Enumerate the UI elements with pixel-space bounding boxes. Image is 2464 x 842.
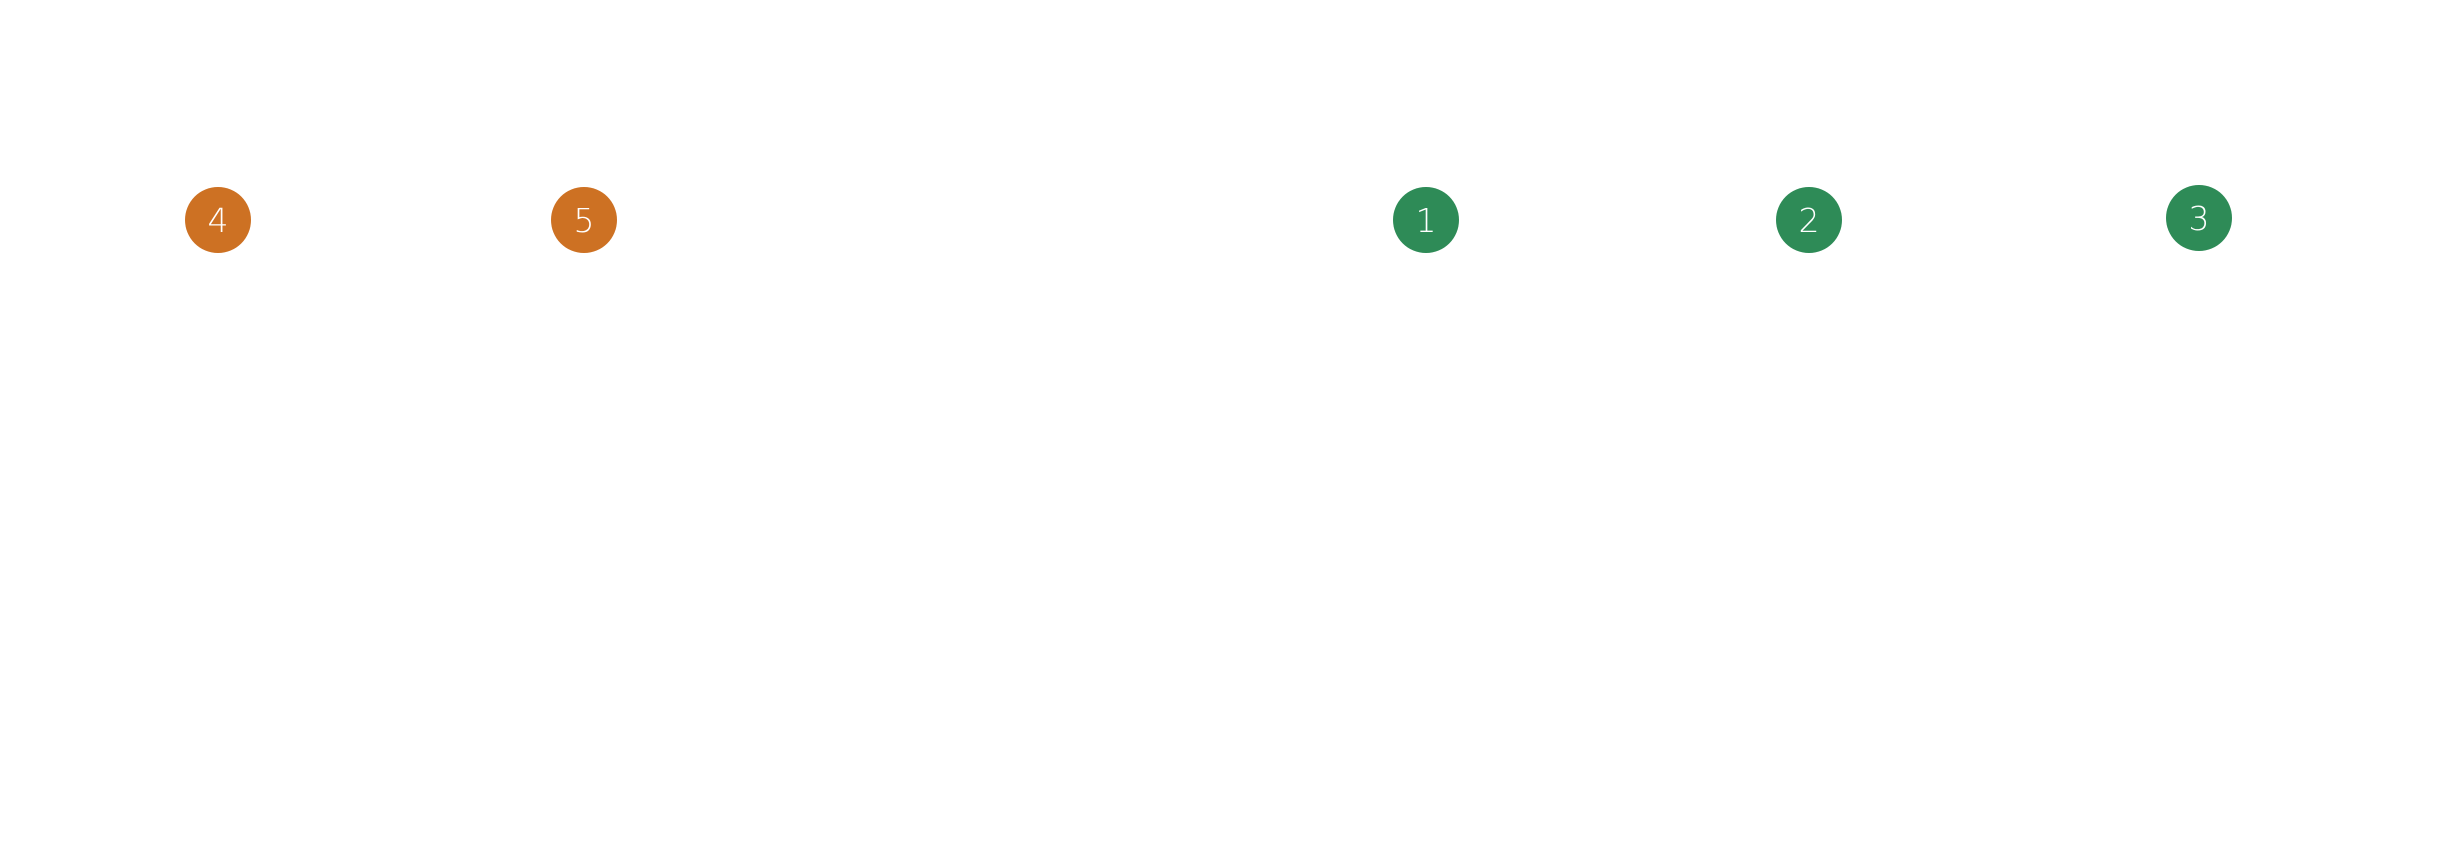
step-marker-1[interactable]: 1 bbox=[1393, 187, 1459, 253]
step-marker-2[interactable]: 2 bbox=[1776, 187, 1842, 253]
step-marker-3[interactable]: 3 bbox=[2166, 185, 2232, 251]
step-marker-5[interactable]: 5 bbox=[551, 187, 617, 253]
step-marker-4[interactable]: 4 bbox=[185, 187, 251, 253]
